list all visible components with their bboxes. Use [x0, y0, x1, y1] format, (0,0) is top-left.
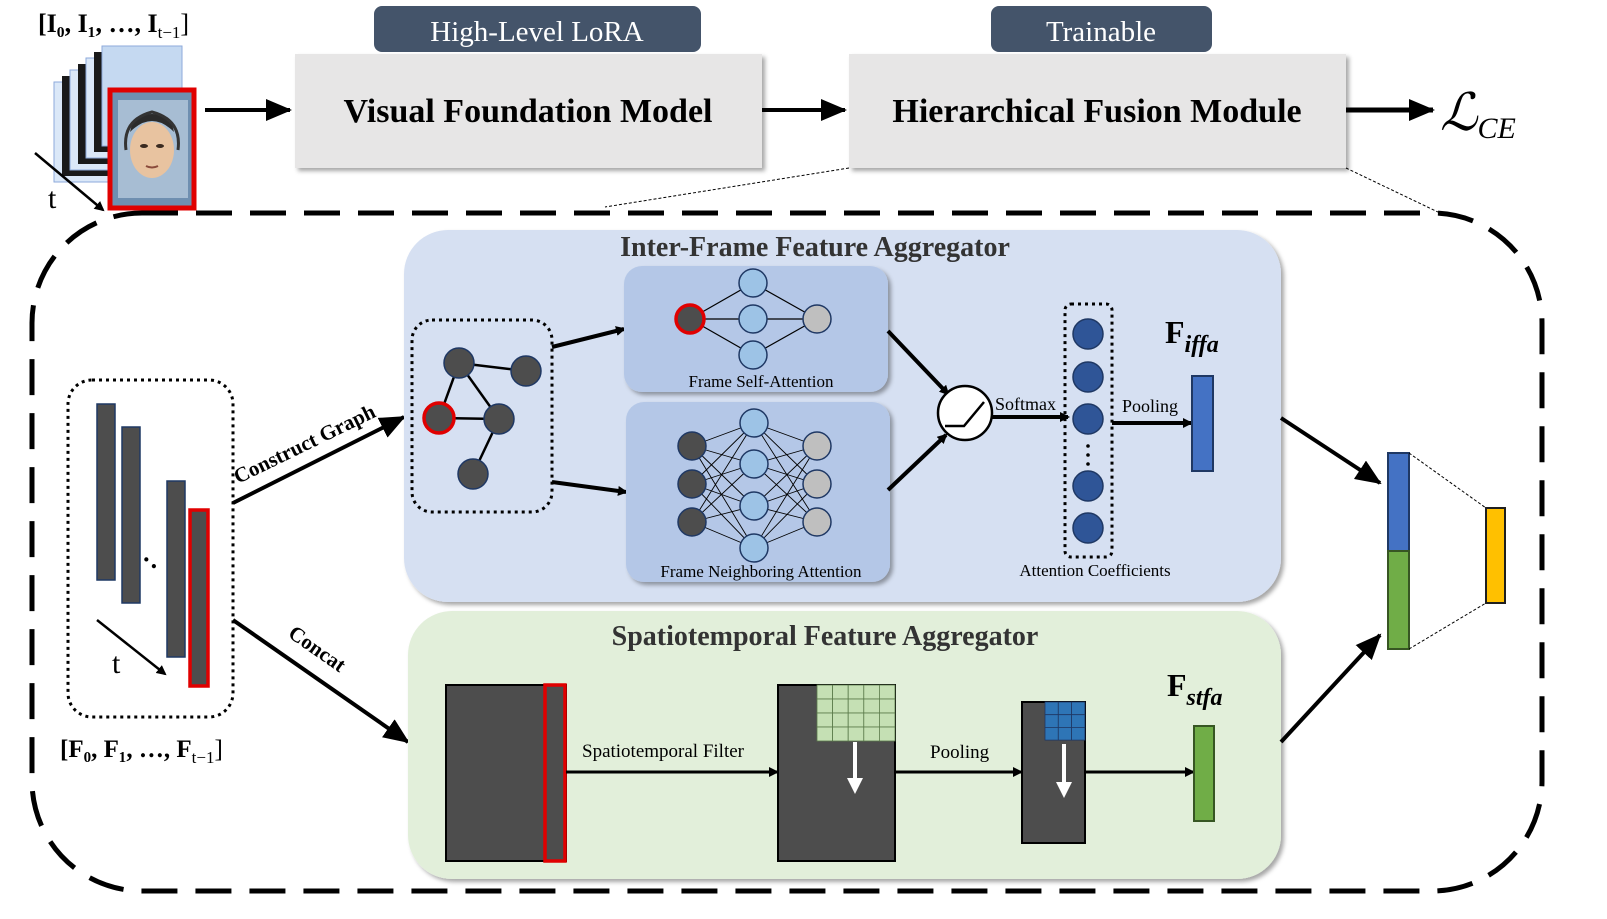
- face-frame: [107, 87, 197, 211]
- iffa-pooling-label: Pooling: [1122, 396, 1178, 416]
- arrow-self-to-activation: [886, 329, 950, 396]
- trainable-badge: Trainable: [991, 6, 1212, 52]
- feature-stack: ·. t: [66, 378, 235, 719]
- spatiotemporal-filter-label: Spatiotemporal Filter: [582, 741, 745, 762]
- arrow-stfa-to-fusion: [1279, 633, 1382, 744]
- arrow-graph-to-self-attention: [551, 326, 626, 349]
- construct-graph-label: Construct Graph: [230, 399, 380, 488]
- arrow-iffa-to-fusion: [1279, 416, 1382, 485]
- hfm-label: Hierarchical Fusion Module: [892, 93, 1301, 130]
- feature-stack-dots: ·.: [142, 545, 157, 574]
- fused-feature-bar: [1485, 507, 1506, 604]
- arrow-graph-to-neighbor-attention: [551, 480, 628, 496]
- filtered-feature-map: [777, 684, 896, 862]
- stfa-output-label: Fstfa: [1167, 667, 1223, 711]
- inter-frame-feature-aggregator-panel: Inter-Frame Feature Aggregator: [404, 230, 1281, 602]
- attention-coefficients-label: Attention Coefficients: [1019, 561, 1170, 580]
- hierarchical-fusion-module-box: Hierarchical Fusion Module: [849, 54, 1346, 168]
- trainable-badge-label: Trainable: [1046, 16, 1156, 48]
- iffa-output-label: Fiffa: [1165, 314, 1219, 358]
- iffa-title: Inter-Frame Feature Aggregator: [620, 232, 1010, 263]
- time-axis-label: t: [48, 182, 57, 215]
- attention-coefficients: Attention Coefficients: [1019, 302, 1171, 580]
- stfa-feature-bar: [1193, 725, 1215, 822]
- loss-label: ℒCE: [1440, 85, 1516, 145]
- pooled-feature-map: [1021, 701, 1086, 844]
- input-frame-stack: [53, 45, 197, 211]
- softmax-label: Softmax: [995, 394, 1056, 414]
- self-attention-label: Frame Self-Attention: [689, 372, 834, 391]
- concat-label: Concat: [284, 620, 350, 676]
- input-frames-label: [I₀, I₁, …, It−1]: [38, 9, 189, 42]
- neighbor-attention-label: Frame Neighboring Attention: [660, 562, 862, 581]
- visual-foundation-model-box: Visual Foundation Model: [295, 54, 762, 168]
- zoom-line-right: [1345, 167, 1441, 214]
- time-axis-arrow: [34, 152, 105, 212]
- hfm-detail-container: [29, 210, 1545, 894]
- construct-graph-arrow: [232, 415, 406, 505]
- feature-time-label: t: [112, 647, 121, 680]
- concatenated-feature-map: [445, 683, 567, 863]
- frame-graph: [410, 318, 554, 514]
- feature-time-arrow: [96, 619, 167, 676]
- fusion-zoom-line-bottom: [1408, 602, 1487, 650]
- activation-node: [936, 384, 994, 442]
- vfm-label: Visual Foundation Model: [343, 93, 712, 130]
- stfa-pooling-label: Pooling: [930, 742, 990, 763]
- fusion-zoom-line-top: [1408, 452, 1487, 509]
- stfa-title: Spatiotemporal Feature Aggregator: [612, 621, 1039, 652]
- feature-list-label: [F₀, F₁, …, Ft−1]: [60, 736, 223, 767]
- lora-badge: High-Level LoRA: [374, 6, 701, 52]
- spatiotemporal-feature-aggregator-panel: Spatiotemporal Feature Aggregator Spatio…: [408, 611, 1281, 879]
- arrow-neighbor-to-activation: [886, 433, 948, 492]
- zoom-line-left: [604, 167, 850, 208]
- concatenated-feature-vector: [1387, 452, 1410, 650]
- frame-self-attention-block: Frame Self-Attention: [624, 266, 888, 392]
- lora-badge-label: High-Level LoRA: [430, 16, 643, 48]
- iffa-feature-bar: [1191, 375, 1214, 472]
- concat-arrow: [231, 618, 410, 744]
- frame-neighboring-attention-block: Frame Neighboring Attention: [626, 402, 890, 582]
